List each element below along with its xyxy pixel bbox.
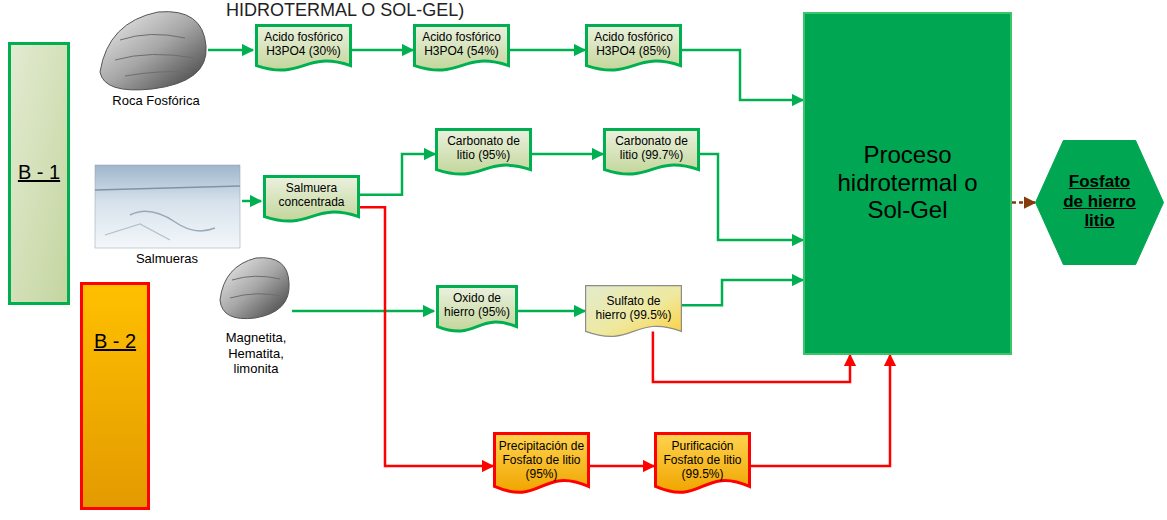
node-text: Oxido de hierro (95%) [441,292,513,320]
node-outline [80,282,150,510]
node-shape [437,130,531,175]
node-text: B - 2 [94,330,136,353]
node-shape [1036,141,1164,265]
node-shape [257,26,351,71]
process-box: Carbonato de litio (95%) [435,128,532,180]
node-shape [656,434,750,493]
picture-arrow [208,49,253,52]
diagram-title: HIDROTERMAL O SOL-GEL) [226,0,464,21]
process-box: Salmuera concentrada [263,175,360,227]
process-box: Oxido de hierro (95%) [436,285,518,337]
process-box: Sulfato de hierro (99.5%) [585,285,682,343]
ore-picture [220,258,289,319]
node-text: Carbonato de litio (95%) [440,135,527,163]
flow-arrow [518,310,585,313]
process-box: Purificación Fosfato de litio (99.5%) [654,432,751,500]
node-text: Proceso hidrotermal o Sol-Gel [817,141,998,224]
node-shape [605,130,699,175]
flow-arrow [1012,201,1035,204]
node-shape [82,284,149,509]
flow-arrow [360,207,493,466]
node-shape [804,13,1011,354]
picture-caption: Salmueras [117,251,217,267]
node-text: Acido fosfórico H3PO4 (85%) [590,31,677,59]
process-block: Proceso hidrotermal o Sol-Gel [803,12,1012,355]
flow-arrow [590,465,654,468]
group-bar: B - 1 [8,42,70,305]
node-shape [415,26,509,71]
node-shape [586,286,682,337]
node-shape [10,44,69,304]
node-text: Carbonato de litio (99.7%) [608,135,695,163]
node-shape [587,26,681,71]
brine-photo [95,165,240,248]
node-shape [495,434,589,493]
flow-arrow [510,49,585,52]
node-text: Precipitación de Fosfato de litio (95%) [498,440,585,481]
node-text: Purificación Fosfato de litio (99.5%) [659,440,746,481]
node-shape [265,177,359,222]
process-box: Acido fosfórico H3PO4 (54%) [413,24,510,76]
rock-picture [100,12,206,90]
flow-arrow [700,154,803,240]
node-text: Sulfato de hierro (99.5%) [590,295,677,323]
group-bar: B - 2 [80,282,150,510]
process-box: Carbonato de litio (99.7%) [603,128,700,180]
node-text: Fosfato de hierro litio [1057,172,1142,231]
flow-arrow [751,355,890,466]
product-hexagon: Fosfato de hierro litio [1035,140,1164,265]
picture-arrow [242,200,261,203]
picture-caption: Roca Fosfórica [108,93,204,109]
flow-arrow [532,153,603,156]
process-box: Precipitación de Fosfato de litio (95%) [493,432,590,500]
picture-arrow [292,310,434,313]
flow-arrow [682,50,803,100]
flow-arrow [682,280,803,305]
flow-arrow [352,49,413,52]
node-text: Acido fosfórico H3PO4 (54%) [418,31,505,59]
node-text: Acido fosfórico H3PO4 (30%) [260,31,347,59]
node-text: Salmuera concentrada [268,182,355,210]
flow-arrow [360,154,435,195]
picture-caption: Magnetita, Hematita, limonita [210,330,302,377]
node-text: B - 1 [18,161,60,184]
process-box: Acido fosfórico H3PO4 (30%) [255,24,352,76]
process-box: Acido fosfórico H3PO4 (85%) [585,24,682,76]
node-shape [438,287,517,332]
